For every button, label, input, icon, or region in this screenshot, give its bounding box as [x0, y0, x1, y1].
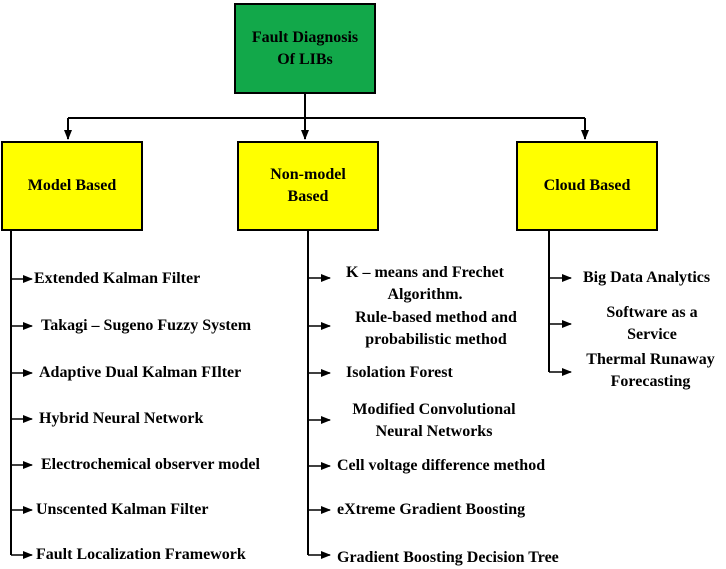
model-item: Electrochemical observer model	[41, 456, 260, 473]
category-model-based: Model Based	[1, 141, 143, 231]
nonmodel-item: Gradient Boosting Decision Tree	[337, 549, 559, 566]
category-nonmodel-label: Non-model Based	[270, 166, 346, 205]
category-cloud-based: Cloud Based	[516, 141, 658, 231]
category-model-label: Model Based	[27, 177, 117, 195]
model-item: Fault Localization Framework	[36, 546, 246, 563]
nonmodel-item: K – means and Frechet Algorithm.	[346, 264, 504, 303]
nonmodel-item: Rule-based method and probabilistic meth…	[355, 309, 517, 348]
cloud-item: Software as a Service	[606, 304, 698, 343]
model-item: Takagi – Sugeno Fuzzy System	[41, 317, 252, 334]
nonmodel-item: Isolation Forest	[346, 364, 453, 381]
category-non-model-based: Non-model Based	[237, 141, 379, 231]
cloud-item: Thermal Runaway Forecasting	[586, 351, 715, 390]
nonmodel-item: Modified Convolutional Neural Networks	[352, 401, 516, 440]
nonmodel-item: Cell voltage difference method	[337, 457, 546, 474]
model-item: Unscented Kalman Filter	[36, 501, 209, 518]
category-cloud-label: Cloud Based	[543, 177, 631, 195]
root-label: Fault Diagnosis Of LIBs	[251, 28, 359, 68]
model-item: Extended Kalman Filter	[34, 270, 201, 287]
root-node: Fault Diagnosis Of LIBs	[234, 3, 376, 94]
nonmodel-item: eXtreme Gradient Boosting	[337, 501, 526, 518]
model-item: Hybrid Neural Network	[39, 410, 204, 427]
model-item: Adaptive Dual Kalman FIlter	[39, 364, 242, 381]
cloud-item: Big Data Analytics	[583, 269, 711, 286]
